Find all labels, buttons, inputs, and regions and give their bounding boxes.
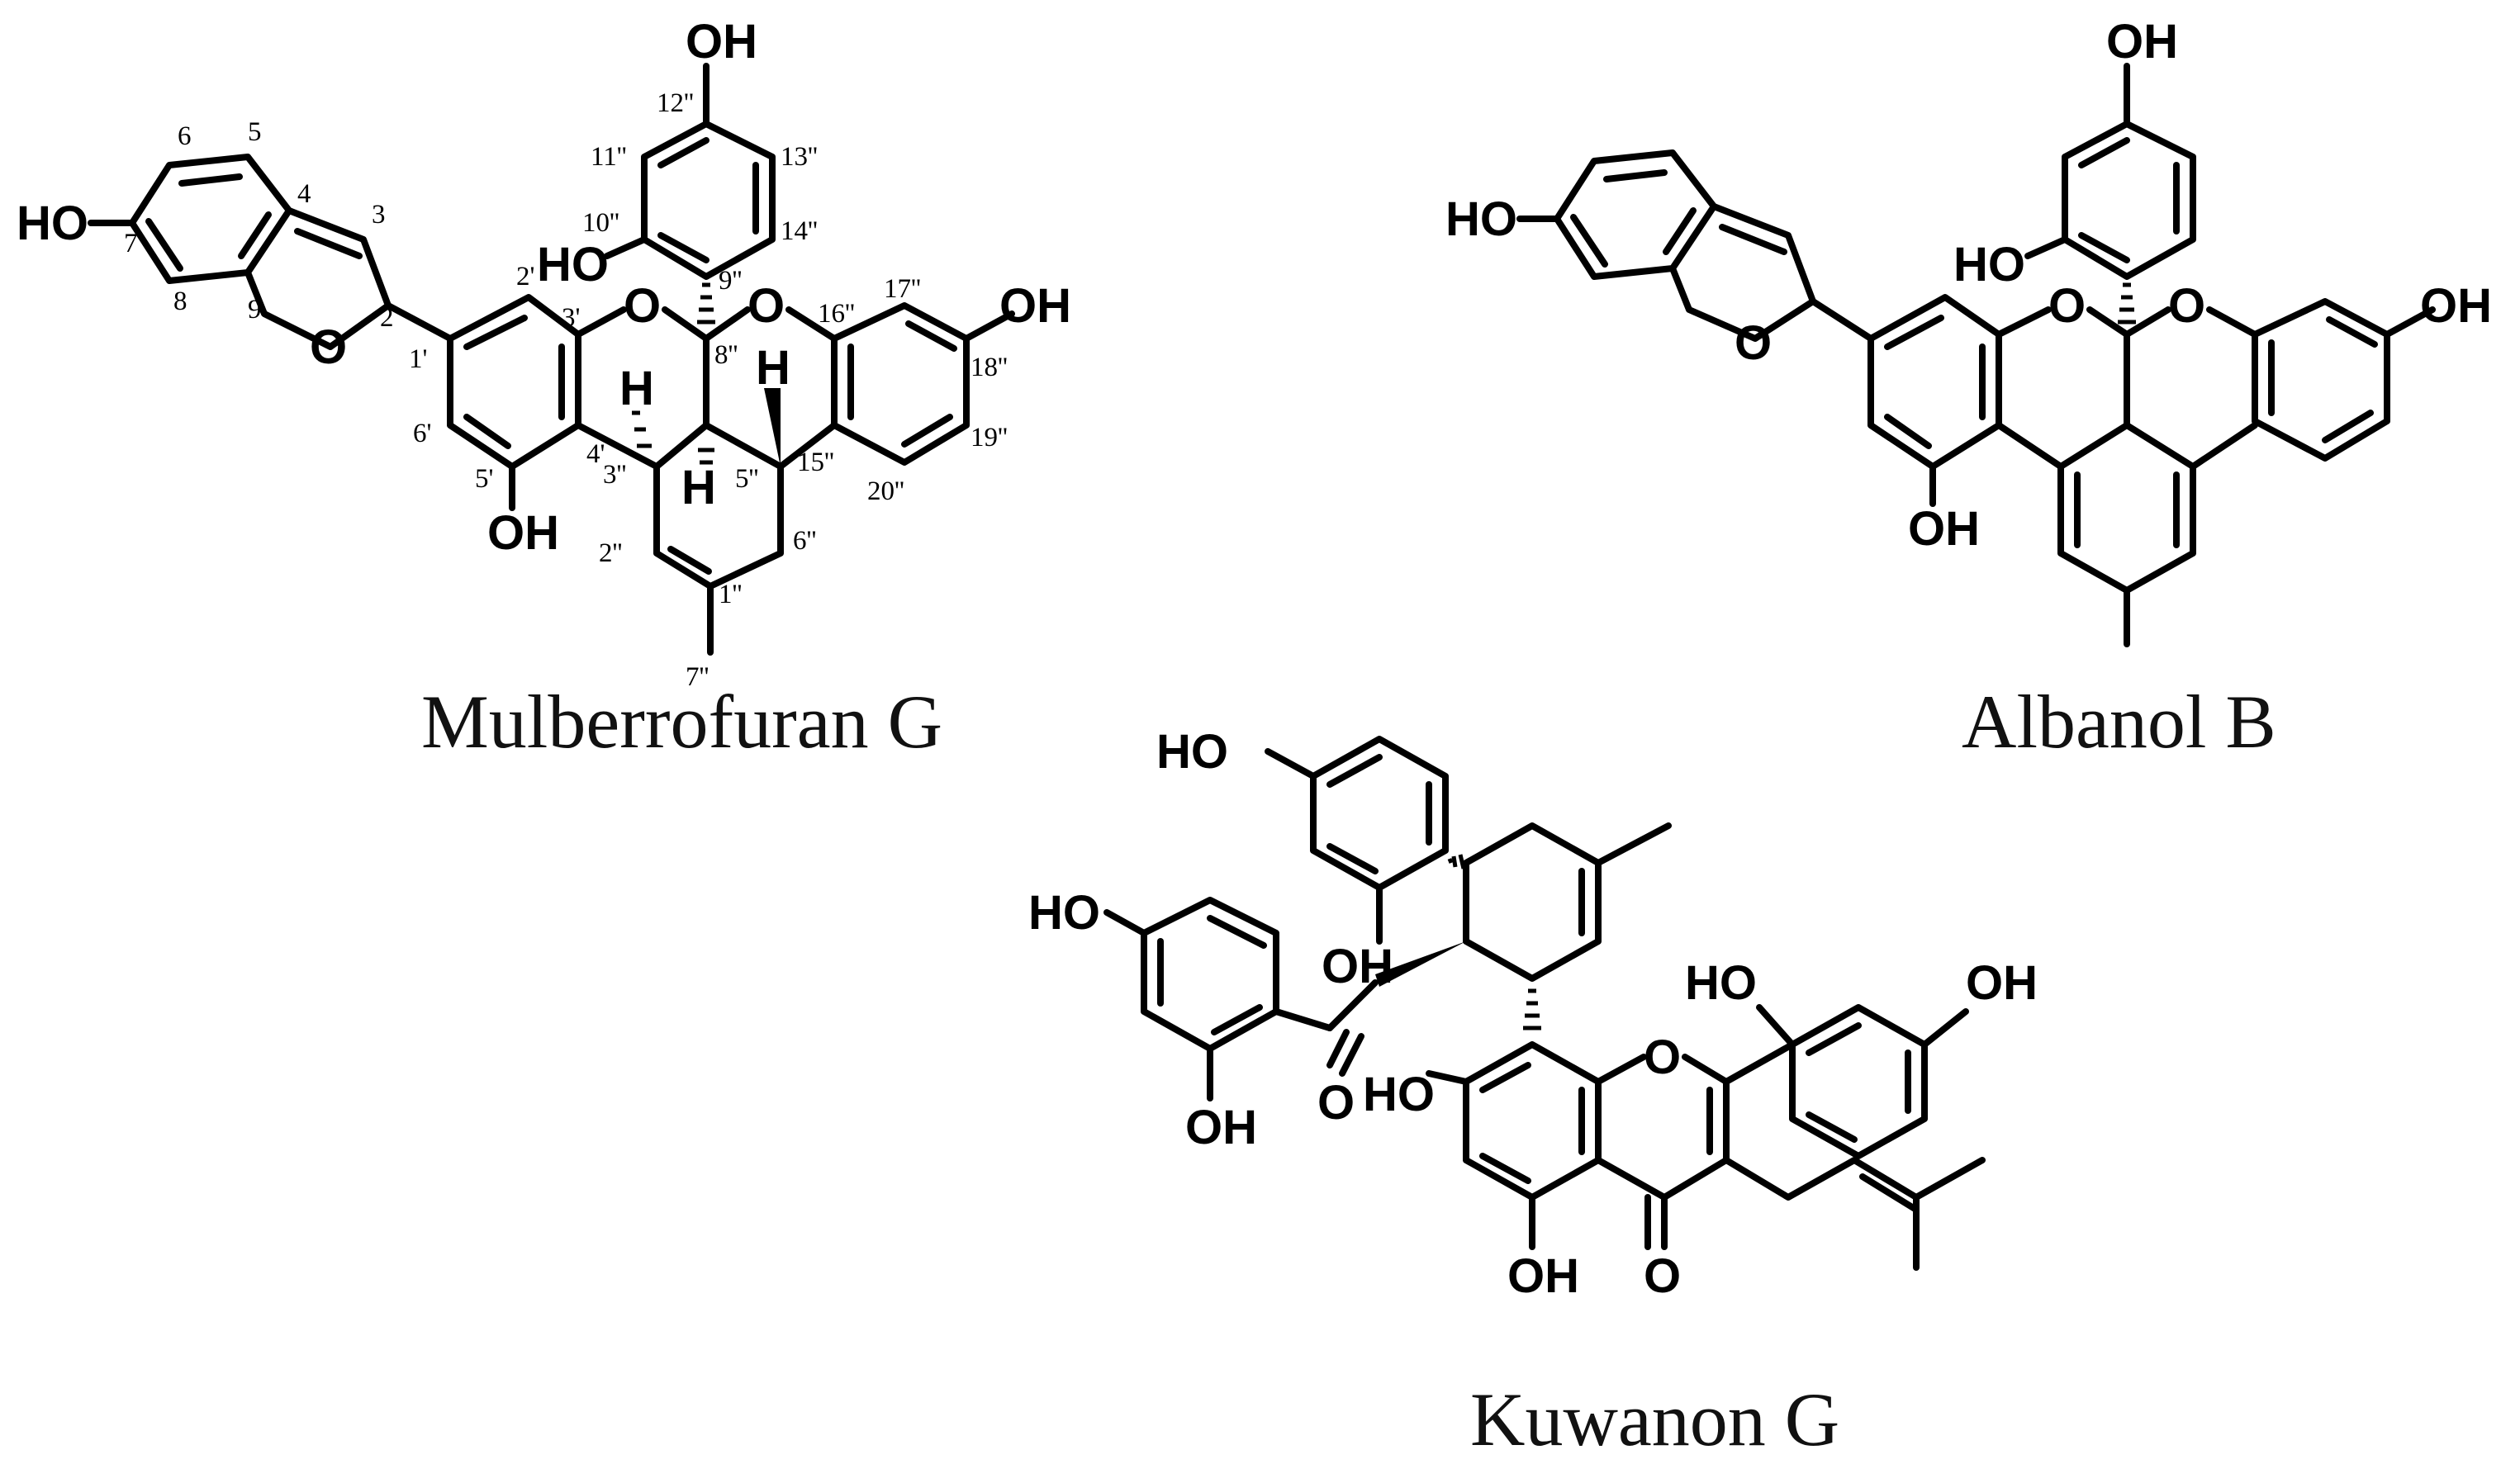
mg-num-5dprime: 5'': [735, 464, 758, 494]
mg-num-16dprime: 16'': [818, 299, 855, 329]
mg-h-3: H: [619, 362, 654, 415]
mg-num-20dprime: 20'': [867, 476, 904, 506]
ab-ho-mid: HO: [1953, 238, 2025, 291]
kg-ho-7: HO: [1363, 1068, 1435, 1121]
mg-num-1dprime: 1'': [719, 580, 742, 609]
mg-num-1prime: 1': [409, 344, 427, 374]
mg-num-3: 3: [372, 200, 386, 230]
mg-num-13dprime: 13'': [781, 142, 818, 172]
mg-num-6: 6: [178, 121, 192, 151]
kg-oh-b-ring: OH: [1966, 956, 2038, 1010]
kg-oh-left-bottom: OH: [1185, 1101, 1257, 1154]
mg-num-4: 4: [297, 179, 311, 209]
mg-num-10dprime: 10'': [582, 208, 619, 238]
kg-o-pyran: O: [1644, 1030, 1681, 1084]
mg-num-14dprime: 14'': [781, 216, 818, 246]
mg-h-4: H: [681, 461, 716, 514]
mg-num-15dprime: 15'': [797, 448, 834, 477]
kg-o-4: O: [1644, 1249, 1681, 1303]
ab-o-furan: O: [1735, 316, 1772, 370]
ab-oh-top: OH: [2106, 15, 2178, 69]
mg-num-18dprime: 18'': [971, 353, 1008, 382]
mg-num-9dprime: 9'': [719, 266, 742, 296]
kg-oh-5: OH: [1507, 1249, 1579, 1303]
ab-oh-bottom: OH: [1908, 502, 1980, 556]
kg-compound-name: Kuwanon G: [1470, 1377, 1839, 1462]
kg-ho-b-ring: HO: [1685, 956, 1757, 1010]
mg-oh-12: OH: [686, 15, 757, 69]
ab-o-pyran-right: O: [2168, 279, 2205, 333]
mg-oh-5prime: OH: [487, 506, 559, 560]
kg-o-carbonyl: O: [1317, 1076, 1355, 1130]
ab-ho-left: HO: [1445, 192, 1517, 246]
mg-h-5: H: [756, 341, 790, 395]
mg-num-9: 9: [248, 295, 262, 325]
mg-num-7: 7: [124, 229, 138, 258]
kg-ho-left: HO: [1028, 886, 1100, 940]
mg-o-pyran-left: O: [624, 279, 661, 333]
mg-num-3dprime: 3'': [603, 460, 626, 490]
mg-num-6prime: 6': [413, 419, 431, 448]
mg-num-2prime: 2': [516, 262, 534, 291]
mg-oh-18: OH: [999, 279, 1071, 333]
mg-num-2dprime: 2'': [599, 538, 622, 568]
mg-num-4prime: 4': [586, 439, 605, 469]
albanol-b-structure: HO O O O OH HO OH OH Albanol B: [1445, 15, 2492, 764]
mg-num-8dprime: 8'': [714, 340, 738, 370]
mg-num-5prime: 5': [475, 464, 493, 494]
mg-num-5: 5: [248, 117, 262, 147]
mg-compound-name: Mulberrofuran G: [421, 680, 942, 764]
mg-num-19dprime: 19'': [971, 423, 1008, 452]
mg-o-furan: O: [310, 320, 347, 374]
ab-oh-right: OH: [2420, 279, 2492, 333]
kuwanon-g-structure: HO OH HO OH O HO O HO OH OH O Kuwanon G: [1028, 725, 2038, 1462]
mg-num-7dprime: 7'': [686, 662, 709, 692]
mg-num-8: 8: [173, 287, 187, 316]
mg-numbering: 2 3 4 5 6 7 8 9 1' 2' 3' 4' 5' 6' 1'' 2'…: [124, 88, 1008, 692]
mg-num-17dprime: 17'': [884, 274, 921, 304]
ab-o-pyran-left: O: [2048, 279, 2086, 333]
mg-num-2: 2: [380, 303, 394, 333]
mulberrofuran-g-structure: HO O O O OH HO OH OH H H H 2 3 4 5 6 7 8…: [17, 15, 1071, 764]
mg-num-11dprime: 11'': [591, 142, 627, 172]
mg-o-pyran-right: O: [747, 279, 785, 333]
mg-ho-7: HO: [17, 197, 88, 250]
kg-ho-top: HO: [1156, 725, 1228, 779]
mg-num-12dprime: 12'': [657, 88, 694, 118]
kg-oh-upper: OH: [1322, 940, 1393, 993]
mg-ho-10: HO: [537, 238, 609, 291]
mg-num-6dprime: 6'': [793, 526, 816, 556]
mg-num-3prime: 3': [562, 303, 580, 333]
ab-compound-name: Albanol B: [1962, 680, 2276, 764]
